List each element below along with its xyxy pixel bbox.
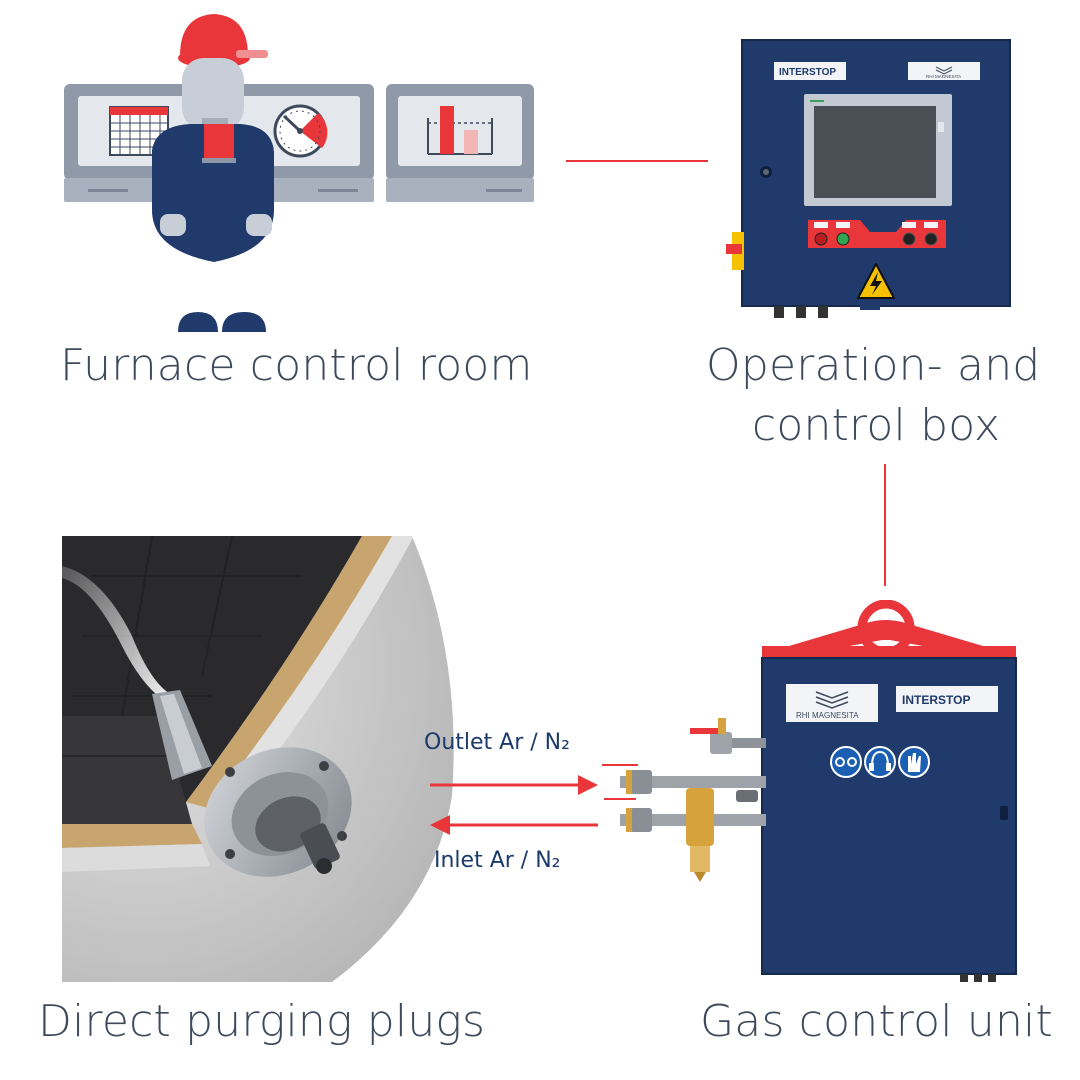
- inlet-arrow: [430, 815, 598, 835]
- gloves-icon: [898, 746, 930, 778]
- button-panel: [808, 220, 946, 248]
- gauge-icon: [273, 104, 328, 158]
- pipework: [620, 718, 766, 882]
- connector-box-to-unit: [884, 464, 886, 586]
- brand-plate-interstop: INTERSTOP: [774, 62, 846, 80]
- main-switch: [726, 232, 744, 270]
- label-gas-control-unit: Gas control unit: [700, 996, 1053, 1047]
- control-room-illustration: [64, 14, 534, 332]
- brand-interstop-large: INTERSTOP: [902, 693, 970, 707]
- brand-plate-rhi-large: RHI MAGNESITA: [786, 684, 878, 722]
- label-operation-box-line1: Operation- and: [706, 340, 1041, 391]
- touch-screen: [814, 106, 936, 198]
- brand-rhi-large: RHI MAGNESITA: [796, 711, 859, 720]
- brand-plate-interstop-large: INTERSTOP: [896, 686, 998, 712]
- brand-interstop-small: INTERSTOP: [779, 67, 836, 78]
- outlet-flow-label: Outlet Ar / N₂: [424, 730, 570, 755]
- operation-control-box: INTERSTOP RHI MAGNESITA: [726, 39, 1011, 318]
- label-furnace-control-room: Furnace control room: [60, 340, 533, 391]
- connector-room-to-box: [566, 160, 708, 162]
- gas-control-unit: RHI MAGNESITA INTERSTOP: [620, 600, 1017, 982]
- ear-protection-icon: [864, 746, 896, 778]
- lifting-yoke: [762, 600, 1016, 662]
- operator-figure: [152, 14, 274, 332]
- outlet-arrow: [430, 775, 598, 795]
- inlet-flow-label: Inlet Ar / N₂: [434, 848, 561, 873]
- high-voltage-warning-icon: [857, 263, 895, 299]
- right-monitor: [386, 84, 534, 202]
- bar-chart-icon: [427, 106, 493, 155]
- outlet-leader: [602, 764, 638, 766]
- inlet-leader: [604, 798, 636, 800]
- label-operation-box-line2: control box: [752, 400, 1001, 451]
- purging-plug-illustration: [62, 536, 454, 982]
- goggles-icon: [830, 746, 862, 778]
- brand-plate-rhi: RHI MAGNESITA: [908, 62, 980, 80]
- label-direct-purging-plugs: Direct purging plugs: [38, 996, 486, 1047]
- brand-rhi-small: RHI MAGNESITA: [926, 74, 961, 79]
